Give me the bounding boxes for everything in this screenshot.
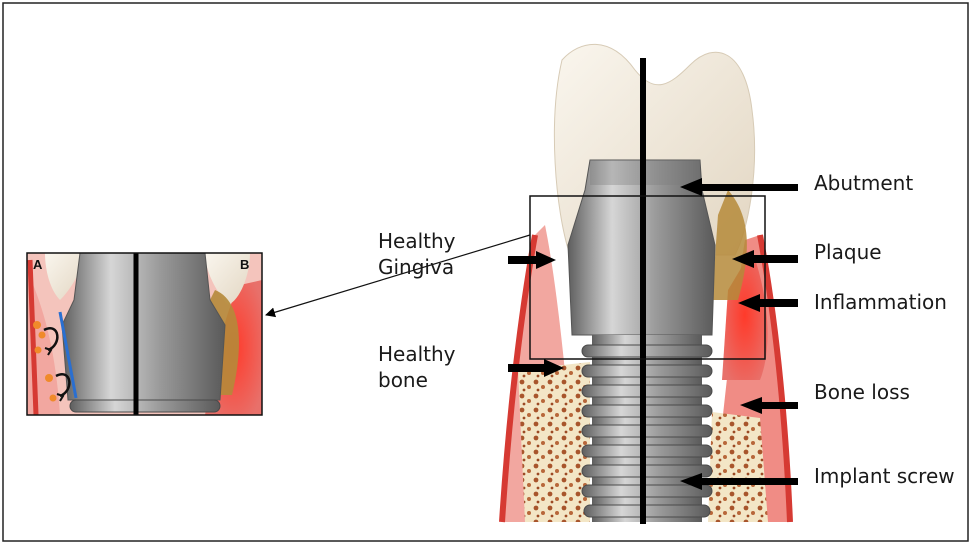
label-healthy-gingiva-line1: Healthy: [378, 228, 456, 254]
main-illustration: [502, 44, 790, 524]
inset-label-a: A: [33, 257, 42, 272]
label-healthy-bone-line2: bone: [378, 367, 428, 393]
bacteria-dot: [39, 332, 46, 339]
inset-label-b: B: [240, 257, 249, 272]
label-abutment: Abutment: [814, 170, 913, 196]
bacteria-dot: [35, 347, 42, 354]
bacteria-dot: [50, 395, 57, 402]
inset-illustration: [27, 253, 262, 415]
label-inflammation: Inflammation: [814, 289, 947, 315]
label-healthy-gingiva-line2: Gingiva: [378, 254, 454, 280]
implant-screw: [582, 335, 712, 522]
label-plaque: Plaque: [814, 239, 882, 265]
screw-threads: [582, 345, 712, 517]
bone-right: [708, 412, 768, 522]
label-implant-screw: Implant screw: [814, 463, 955, 489]
label-bone-loss: Bone loss: [814, 379, 910, 405]
bone-left: [518, 362, 590, 522]
label-healthy-bone-line1: Healthy: [378, 341, 456, 367]
bacteria-dot: [33, 321, 41, 329]
bacteria-dot: [45, 374, 53, 382]
